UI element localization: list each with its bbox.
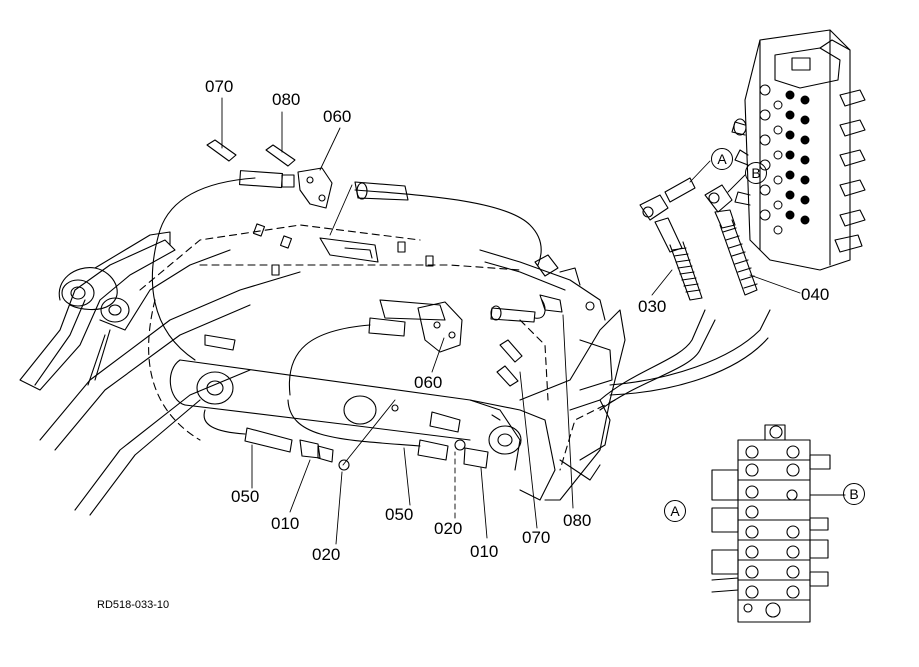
- detail-view-port-layout: [712, 425, 845, 622]
- swivel-pipes: [480, 250, 605, 320]
- callout-010-right: 010: [470, 542, 499, 561]
- callout-070-lower: 070: [522, 528, 551, 547]
- port-marker-a: A: [711, 148, 733, 170]
- callout-070-upper: 070: [205, 77, 234, 96]
- callout-010-left: 010: [271, 514, 300, 533]
- callout-050-right: 050: [385, 505, 414, 524]
- lower-hose-assembly: [204, 300, 545, 470]
- control-valve-block: [732, 30, 865, 270]
- callout-060-lower: 060: [414, 373, 443, 392]
- callout-020-right: 020: [434, 519, 463, 538]
- boom-body: [170, 300, 625, 500]
- callout-020-left: 020: [312, 545, 341, 564]
- detail-port-marker-b: B: [843, 483, 865, 505]
- callout-080-lower: 080: [563, 511, 592, 530]
- upper-hose-assembly: [152, 140, 541, 360]
- callout-040: 040: [801, 285, 830, 304]
- callout-060-upper: 060: [323, 107, 352, 126]
- port-marker-b: B: [745, 162, 767, 184]
- callout-080-upper: 080: [272, 90, 301, 109]
- callout-030: 030: [638, 297, 667, 316]
- valve-supply-lines: [600, 178, 770, 410]
- callout-leaders: [222, 98, 843, 544]
- boom-structure: [20, 225, 520, 515]
- callout-050-left: 050: [231, 487, 260, 506]
- drawing-number: RD518-033-10: [97, 599, 170, 611]
- detail-view-label-a: A: [664, 500, 686, 522]
